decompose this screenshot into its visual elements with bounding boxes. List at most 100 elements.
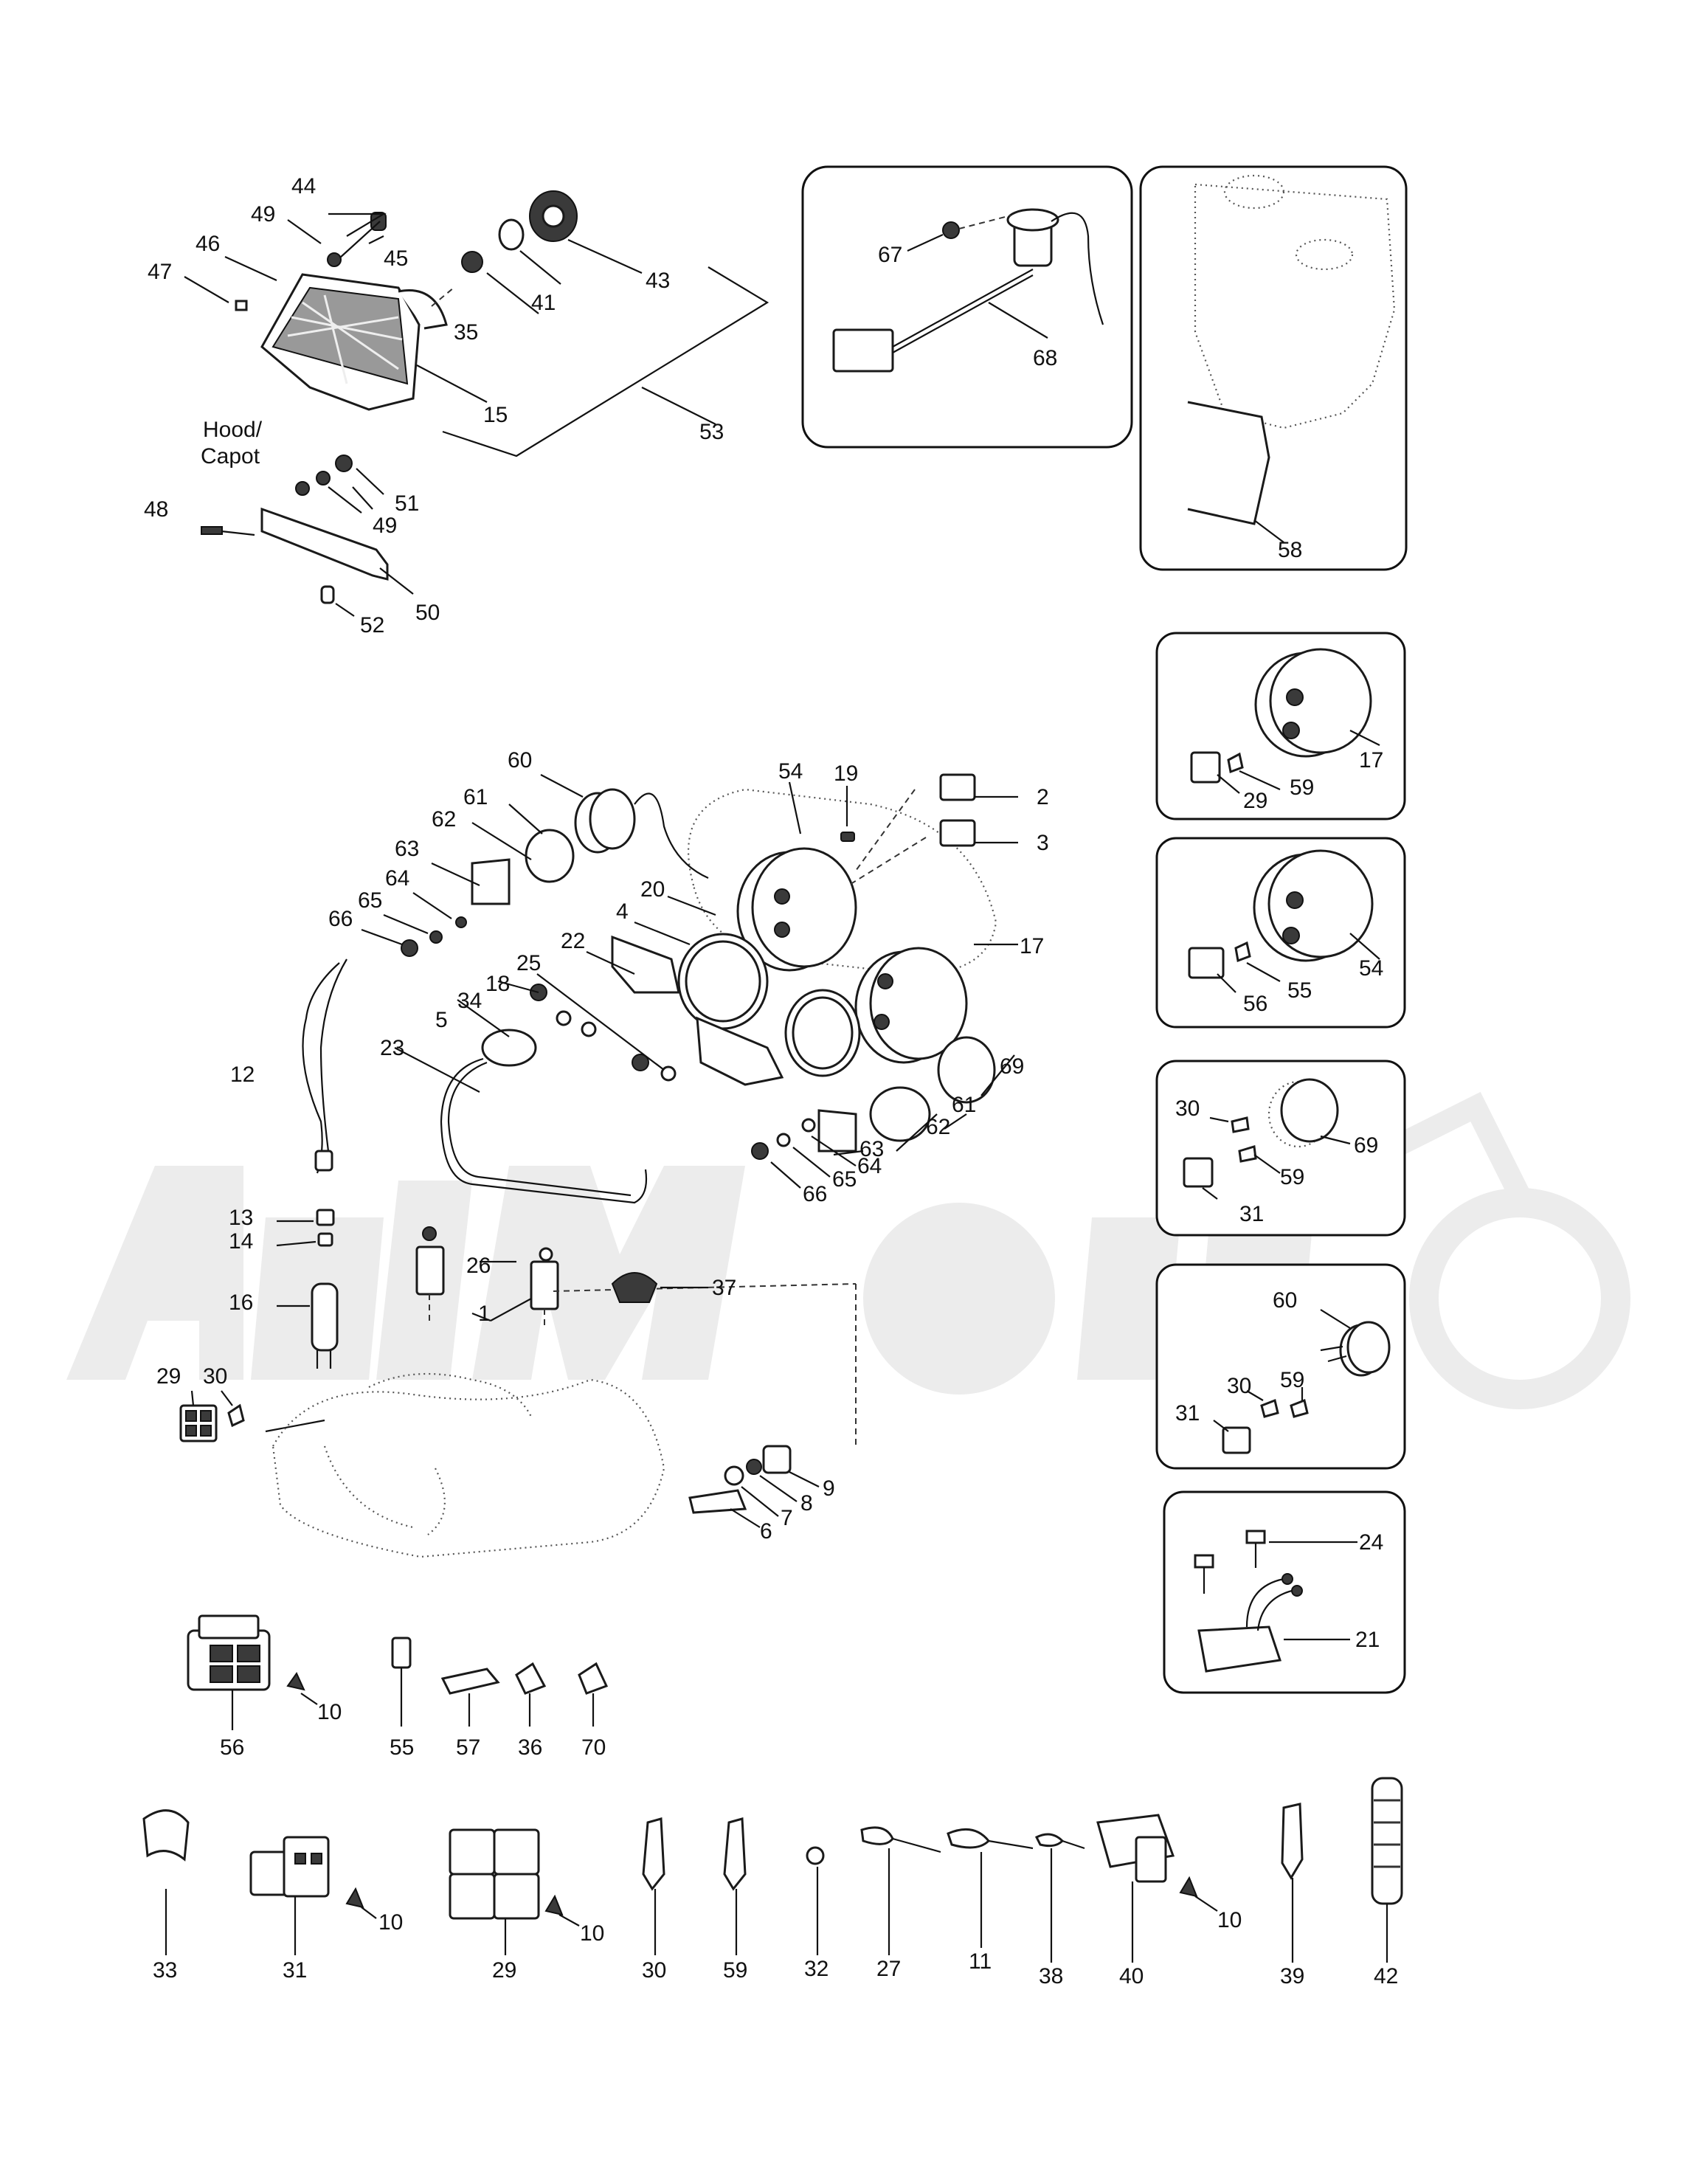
callout-48: 48	[144, 497, 168, 522]
callout-44: 44	[291, 174, 316, 198]
speedometer-gauge-icon	[574, 788, 996, 1104]
connector-row-2	[142, 1777, 1403, 1963]
callout-12: 12	[230, 1062, 255, 1087]
callout-53: 53	[699, 420, 724, 444]
callout-46: 46	[196, 232, 220, 256]
callout-15: 15	[483, 403, 508, 427]
fuel-tank-icon	[1187, 174, 1396, 525]
gauge-panel-60	[1155, 1263, 1406, 1470]
callout-69: 69	[1000, 1054, 1024, 1079]
callout-37: 37	[712, 1276, 736, 1300]
callout-54b: 54	[1359, 956, 1383, 981]
callout-45: 45	[384, 246, 408, 271]
callout-26: 26	[466, 1254, 491, 1278]
callout-59c: 59	[1280, 1368, 1304, 1392]
callout-63b: 63	[859, 1137, 884, 1161]
gauge-cluster	[361, 773, 1018, 1204]
callout-62b: 62	[926, 1115, 950, 1139]
callout-27: 27	[876, 1957, 901, 1981]
callout-30b: 30	[1175, 1096, 1200, 1121]
callout-11: 11	[969, 1949, 992, 1974]
fuel-sender-icon	[832, 208, 1104, 373]
callout-58: 58	[1278, 538, 1302, 562]
callout-64b: 64	[857, 1154, 882, 1178]
callout-22: 22	[561, 929, 585, 953]
callout-59d: 59	[723, 1958, 747, 1983]
callout-67: 67	[878, 243, 902, 267]
callout-57: 57	[456, 1735, 480, 1760]
callout-61b: 61	[952, 1093, 976, 1117]
callout-69b: 69	[1354, 1133, 1378, 1158]
callout-30: 30	[203, 1364, 227, 1389]
callout-labels: Hood/ Capot 44 49 45 46 47 35 41 43 15 5…	[144, 174, 1398, 1988]
callout-47: 47	[148, 260, 172, 284]
callout-17b: 17	[1359, 748, 1383, 773]
gauge-panel-17	[1155, 632, 1406, 820]
callout-60b: 60	[1273, 1288, 1297, 1313]
callout-54: 54	[778, 759, 803, 784]
callout-70: 70	[581, 1735, 606, 1760]
callout-59: 59	[1290, 775, 1314, 800]
callout-59b: 59	[1280, 1165, 1304, 1189]
callout-17: 17	[1020, 934, 1044, 958]
callout-13: 13	[229, 1206, 253, 1230]
callout-10c: 10	[580, 1921, 604, 1946]
fuel-sender-panel	[801, 165, 1133, 449]
callout-8: 8	[800, 1491, 813, 1516]
hood-label-1: Hood/	[203, 418, 263, 442]
callout-55b: 55	[390, 1735, 414, 1760]
callout-5: 5	[435, 1008, 448, 1032]
callout-49b: 49	[373, 514, 397, 538]
callout-9: 9	[823, 1476, 835, 1501]
callout-33: 33	[153, 1958, 177, 1983]
callout-10d: 10	[1217, 1908, 1242, 1932]
callout-64: 64	[385, 866, 409, 891]
callout-65b: 65	[832, 1167, 857, 1192]
callout-3: 3	[1037, 831, 1049, 855]
callout-31b: 31	[1175, 1401, 1200, 1426]
callout-62: 62	[432, 807, 456, 832]
wire-harness	[179, 958, 857, 1558]
callout-24: 24	[1359, 1530, 1383, 1555]
callout-20: 20	[640, 877, 665, 902]
callout-14: 14	[229, 1229, 253, 1254]
regulator-panel	[1163, 1490, 1406, 1694]
headlight-leaders	[184, 212, 769, 457]
callout-39: 39	[1280, 1964, 1304, 1988]
callout-55: 55	[1287, 978, 1312, 1003]
callout-25: 25	[516, 951, 541, 975]
callout-6: 6	[760, 1519, 772, 1544]
headlight-assembly	[235, 190, 578, 411]
callout-43: 43	[646, 269, 670, 293]
callout-65: 65	[358, 888, 382, 913]
callout-4: 4	[616, 899, 629, 924]
connector-row-1	[187, 1614, 609, 1730]
callout-29c: 29	[492, 1958, 516, 1983]
fuel-tank-panel	[1139, 165, 1408, 571]
callout-38: 38	[1039, 1964, 1063, 1988]
voltage-regulator-icon	[1197, 1573, 1303, 1673]
callout-40: 40	[1119, 1964, 1144, 1988]
callout-23: 23	[380, 1036, 404, 1060]
callout-30d: 30	[642, 1958, 666, 1983]
headlight-icon	[271, 286, 409, 385]
callout-32: 32	[804, 1957, 829, 1981]
callout-30c: 30	[1227, 1374, 1251, 1398]
callout-50: 50	[415, 601, 440, 625]
callout-66: 66	[328, 907, 353, 931]
callout-68: 68	[1033, 346, 1057, 370]
callout-18: 18	[485, 972, 510, 996]
callout-51: 51	[395, 491, 419, 516]
callout-16: 16	[229, 1290, 253, 1315]
callout-49: 49	[251, 202, 275, 227]
callout-34: 34	[457, 989, 482, 1013]
callout-42: 42	[1374, 1964, 1398, 1988]
callout-52: 52	[360, 613, 384, 637]
callout-29: 29	[156, 1364, 181, 1389]
callout-61: 61	[463, 785, 488, 809]
callout-31: 31	[1239, 1202, 1264, 1226]
callout-7: 7	[781, 1506, 793, 1530]
callout-19: 19	[834, 761, 858, 786]
hood-bracket	[201, 455, 414, 617]
